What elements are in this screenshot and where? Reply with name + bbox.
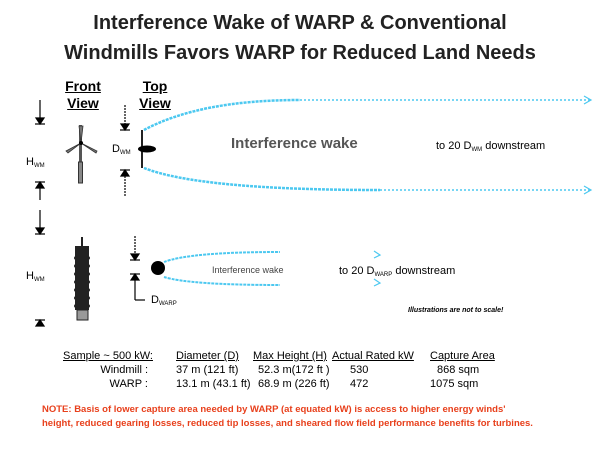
table-header-height: Max Height (H) bbox=[253, 350, 327, 362]
upper-wake-label: Interference wake bbox=[231, 135, 358, 152]
table-header-sample: Sample ~ 500 kW: bbox=[63, 350, 153, 362]
note-line-1: NOTE: Basis of lower capture area needed… bbox=[42, 404, 506, 415]
table-cell: 52.3 m(172 ft ) bbox=[258, 364, 330, 376]
lower-wake bbox=[163, 250, 382, 287]
windmill-top-icon bbox=[138, 130, 156, 168]
table-header-kw: Actual Rated kW bbox=[332, 350, 414, 362]
table-header-area: Capture Area bbox=[430, 350, 495, 362]
table-cell: 530 bbox=[350, 364, 369, 376]
table-cell: 37 m (121 ft) bbox=[176, 364, 239, 376]
top-label: Top bbox=[142, 78, 168, 94]
upper-downstream-label: to 20 DWM downstream bbox=[436, 140, 546, 153]
table-cell: 68.9 m (226 ft) bbox=[258, 378, 330, 390]
view-label: View bbox=[139, 95, 171, 111]
upper-diameter-label: DWM bbox=[112, 143, 131, 156]
lower-wake-label: Interference wake bbox=[212, 265, 284, 275]
warp-top-icon bbox=[151, 261, 165, 275]
upper-wake bbox=[143, 95, 593, 195]
upper-height-label: HWM bbox=[26, 156, 45, 169]
scale-note: Illustrations are not to scale! bbox=[408, 307, 504, 314]
front-label: Front bbox=[65, 78, 101, 94]
lower-diameter-label: DWARP bbox=[151, 294, 177, 307]
lower-height-label: HWM bbox=[26, 270, 45, 283]
windmill-front-icon bbox=[65, 125, 98, 184]
note-line-2: height, reduced gearing losses, reduced … bbox=[42, 418, 533, 429]
title-line-1: Interference Wake of WARP & Conventional bbox=[93, 12, 507, 34]
warp-tower-icon bbox=[74, 237, 90, 321]
table-cell: 868 sqm bbox=[437, 364, 480, 376]
table-header-diameter: Diameter (D) bbox=[176, 350, 239, 362]
title-line-2: Windmills Favors WARP for Reduced Land N… bbox=[64, 42, 536, 64]
table-cell: 13.1 m (43.1 ft) bbox=[176, 378, 251, 390]
table-cell: 472 bbox=[350, 378, 369, 390]
view-label: View bbox=[67, 95, 99, 111]
height-dimension-arrows bbox=[34, 100, 145, 327]
table-cell: 1075 sqm bbox=[430, 378, 479, 390]
table-row-warp-label: WARP : bbox=[109, 378, 148, 390]
table-row-windmill-label: Windmill : bbox=[100, 364, 148, 376]
lower-downstream-label: to 20 DWARP downstream bbox=[339, 265, 456, 278]
